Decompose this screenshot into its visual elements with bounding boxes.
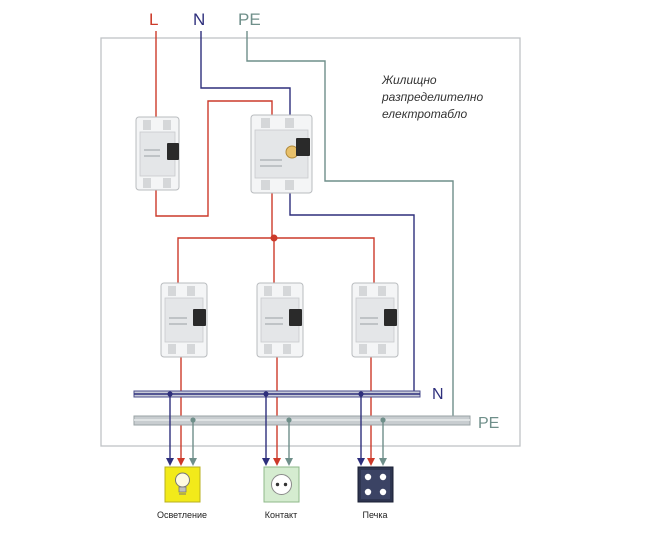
bus-pe-label: PE [478, 415, 499, 432]
main-circuit-breaker [135, 116, 180, 191]
neutral-bus [133, 390, 421, 398]
load-label-stove: Печка [362, 510, 387, 520]
bus-n-label: N [432, 386, 444, 403]
pe-drop-dots [190, 417, 386, 423]
branch-breaker-stove [351, 282, 399, 358]
arrowheads [166, 458, 387, 466]
neutral-drop-dots [167, 391, 364, 397]
label-n: N [193, 10, 205, 29]
pe-bus [133, 415, 471, 426]
branch-breaker-socket [256, 282, 304, 358]
socket-icon [263, 466, 300, 503]
pe-wiring [246, 31, 454, 420]
panel-enclosure [100, 37, 521, 447]
load-label-lighting: Осветление [157, 510, 207, 520]
pe-drops [192, 420, 384, 458]
label-pe: PE [238, 10, 261, 29]
neutral-drops [169, 394, 362, 458]
panel-title-line-1: Жилищно [381, 73, 437, 87]
load-label-socket: Контакт [265, 510, 297, 520]
phase-junction [270, 234, 278, 242]
stove-icon [357, 466, 394, 503]
light-bulb-icon [164, 466, 201, 503]
rcd-device [250, 114, 313, 194]
branch-breaker-lighting [160, 282, 208, 358]
neutral-wiring [200, 31, 415, 394]
panel-title-line-3: електротабло [382, 107, 468, 121]
panel-title-line-2: разпределително [381, 90, 483, 104]
label-l: L [149, 10, 158, 29]
